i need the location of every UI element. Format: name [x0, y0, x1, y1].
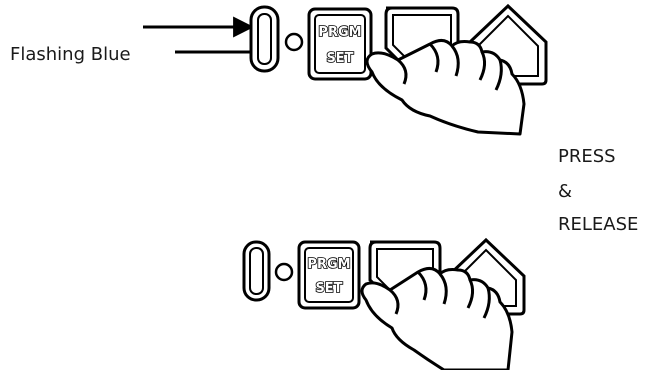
- indicator-led: [284, 32, 304, 52]
- set-label: SET: [315, 281, 342, 296]
- prgm-label: PRGM: [318, 25, 361, 40]
- pressing-hand: [365, 39, 526, 136]
- pressing-hand: [360, 267, 514, 370]
- indicator-oval: [242, 240, 271, 302]
- release-label: RELEASE: [558, 214, 639, 235]
- prgm-label: PRGM: [307, 257, 350, 272]
- ampersand-label: &: [558, 181, 573, 202]
- panel-step-2: PRGM SET: [242, 237, 526, 370]
- set-label: SET: [326, 51, 353, 66]
- prgm-set-button[interactable]: PRGM SET: [297, 240, 361, 310]
- prgm-set-button[interactable]: PRGM SET: [307, 7, 373, 81]
- indicator-led: [274, 262, 294, 282]
- press-label: PRESS: [558, 146, 616, 167]
- panel-step-1: PRGM SET: [143, 3, 548, 136]
- indicator-oval: [249, 5, 280, 73]
- indicator-label: Flashing Blue: [10, 44, 131, 65]
